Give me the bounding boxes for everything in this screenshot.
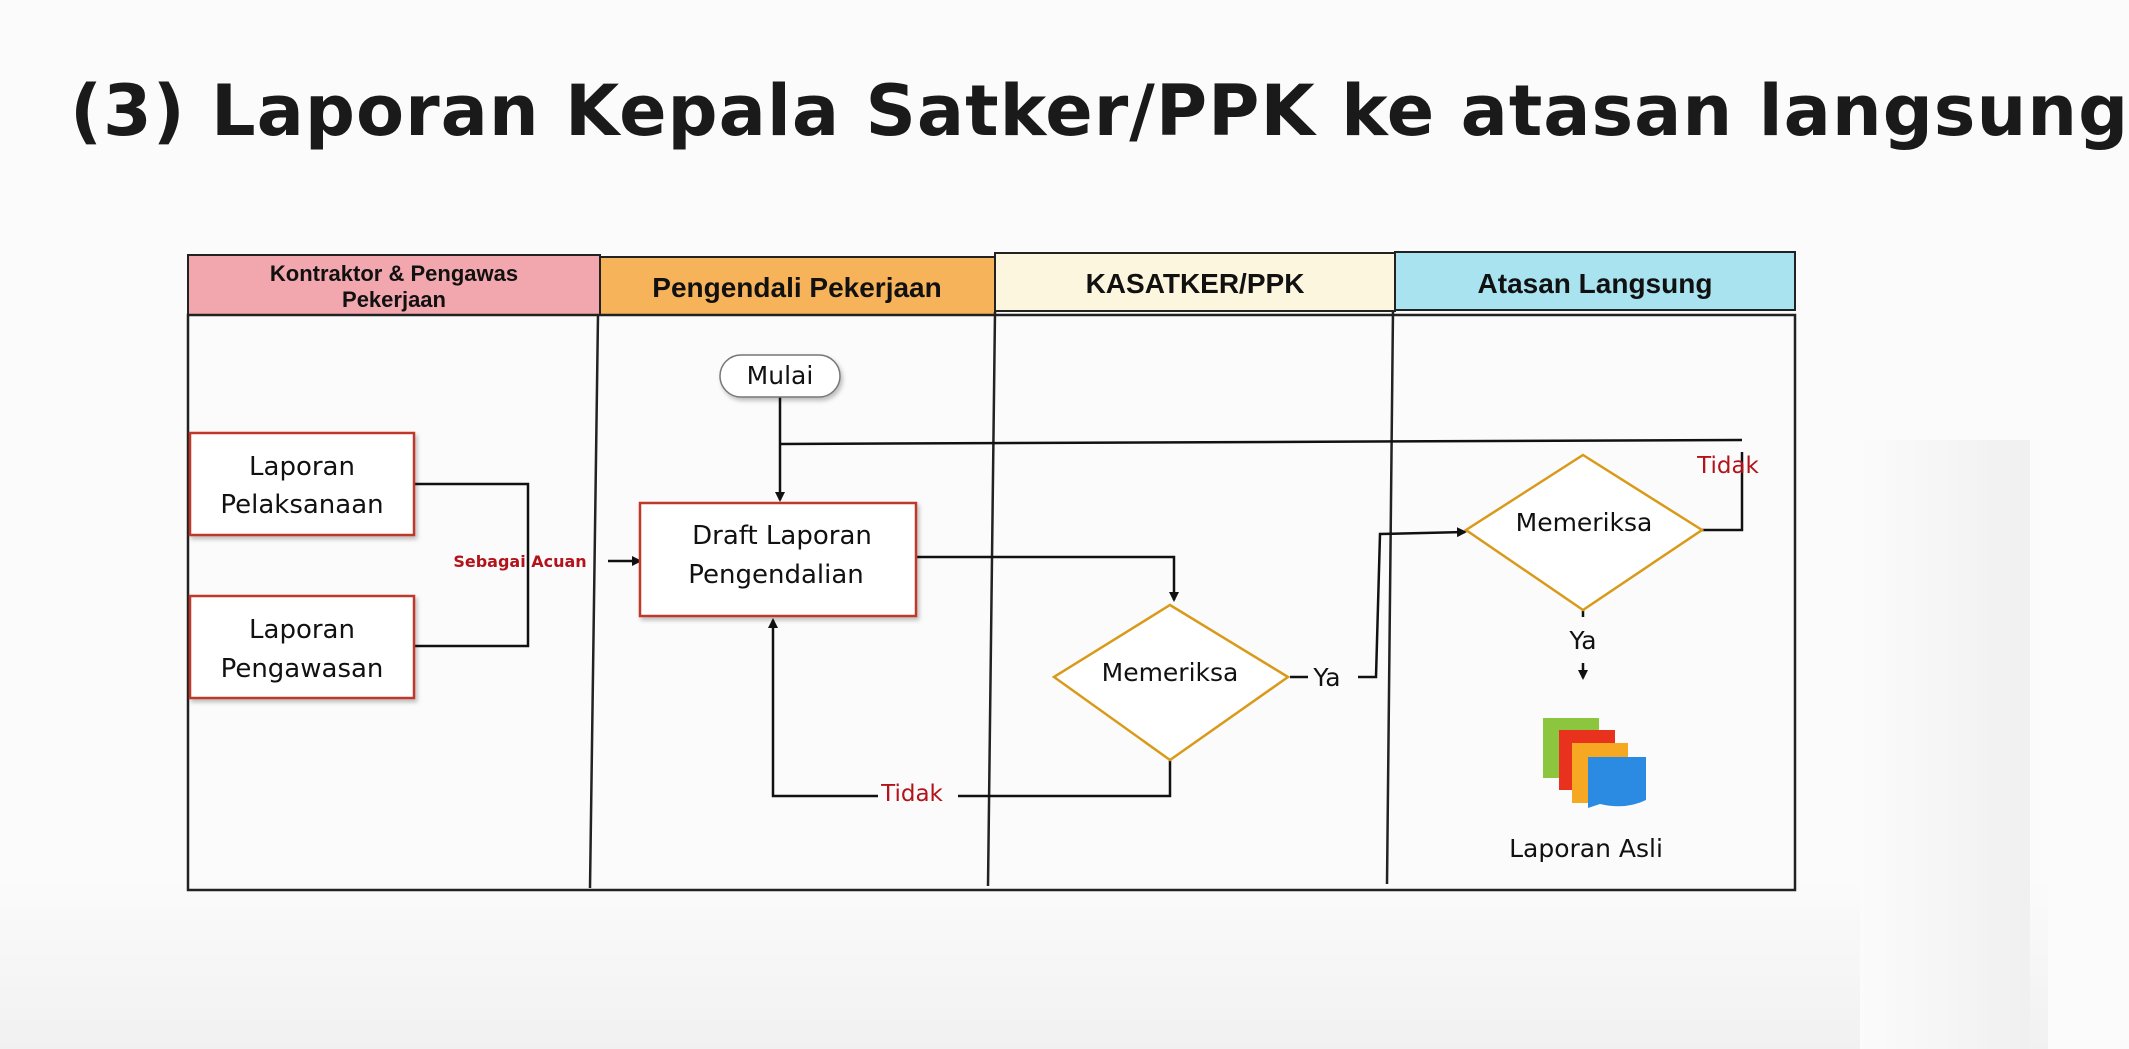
- swimlane-header-atasan: Atasan Langsung: [1394, 251, 1796, 311]
- decision-diamond: [1463, 453, 1705, 612]
- box-label: Laporan: [249, 452, 355, 482]
- flowchart: Kontraktor & Pengawas Pekerjaan Pengenda…: [186, 251, 1797, 892]
- decision-memeriksa-atasan: Memeriksa: [1463, 453, 1705, 612]
- terminator-shape: [719, 354, 841, 398]
- lane-divider: [1385, 309, 1395, 885]
- box-label: Pelaksanaan: [220, 490, 383, 520]
- laporan-asli-doc-icon: [1543, 718, 1646, 808]
- connectors: [414, 395, 1744, 798]
- draft-to-check-arrow: [917, 555, 1179, 602]
- ya-label: Ya: [1312, 663, 1340, 692]
- sebagai-acuan-label: Sebagai Acuan: [453, 552, 586, 571]
- tidak-label: Tidak: [1696, 453, 1759, 479]
- start-label: Mulai: [747, 361, 814, 390]
- lane-divider: [986, 311, 997, 887]
- swimlane-header-kontraktor: Kontraktor & Pengawas Pekerjaan: [187, 254, 601, 316]
- tidak-line-right: [958, 760, 1172, 798]
- process-box: [188, 594, 416, 700]
- draft-laporan-box: Draft Laporan Pengendalian: [638, 501, 918, 618]
- lane-header-bg: [994, 252, 1396, 312]
- box-label: Laporan: [249, 615, 355, 645]
- tidak-line-left: [768, 618, 878, 798]
- decision-label: Memeriksa: [1102, 658, 1239, 687]
- lane-label: Pekerjaan: [342, 287, 446, 312]
- lane-label: Kontraktor & Pengawas: [270, 261, 518, 286]
- laporan-pelaksanaan-box: Laporan Pelaksanaan: [188, 431, 416, 537]
- process-box: [638, 501, 918, 618]
- lane-label: Pengendali Pekerjaan: [652, 272, 941, 303]
- laporan-asli-label: Laporan Asli: [1509, 834, 1663, 863]
- bracket-line: [414, 482, 530, 648]
- background-shadow: [1860, 440, 2030, 1049]
- box-label: Pengawasan: [221, 654, 384, 684]
- decision-diamond: [1051, 603, 1291, 762]
- decision-memeriksa-ppk: Memeriksa: [1051, 603, 1291, 762]
- box-label: Pengendalian: [688, 560, 864, 590]
- lane-outline: [186, 313, 1797, 892]
- process-box: [188, 431, 416, 537]
- doc-sheet-blue: [1588, 757, 1646, 808]
- lane-header-bg: [1394, 251, 1796, 311]
- tidak-label: Tidak: [880, 781, 943, 807]
- ya-to-atasan-arrow: [1358, 527, 1467, 679]
- laporan-pengawasan-box: Laporan Pengawasan: [188, 594, 416, 700]
- swimlane-header-pengendali: Pengendali Pekerjaan: [599, 256, 996, 316]
- start-node: Mulai: [719, 354, 841, 398]
- lane-divider: [588, 314, 600, 889]
- lane-label: KASATKER/PPK: [1086, 268, 1305, 299]
- tidak-loop-top-line: [779, 438, 1743, 446]
- ya-label: Ya: [1568, 626, 1596, 655]
- decision-label: Memeriksa: [1516, 508, 1653, 537]
- background-fade: [0, 880, 2048, 1049]
- swimlane-body: [186, 309, 1797, 892]
- box-label: Draft Laporan: [692, 521, 872, 551]
- page-title: (3) Laporan Kepala Satker/PPK ke atasan …: [70, 70, 2129, 152]
- tidak-loop-right-line: [1702, 452, 1744, 532]
- swimlane-header-kasatker: KASATKER/PPK: [994, 252, 1396, 312]
- lane-label: Atasan Langsung: [1478, 268, 1713, 299]
